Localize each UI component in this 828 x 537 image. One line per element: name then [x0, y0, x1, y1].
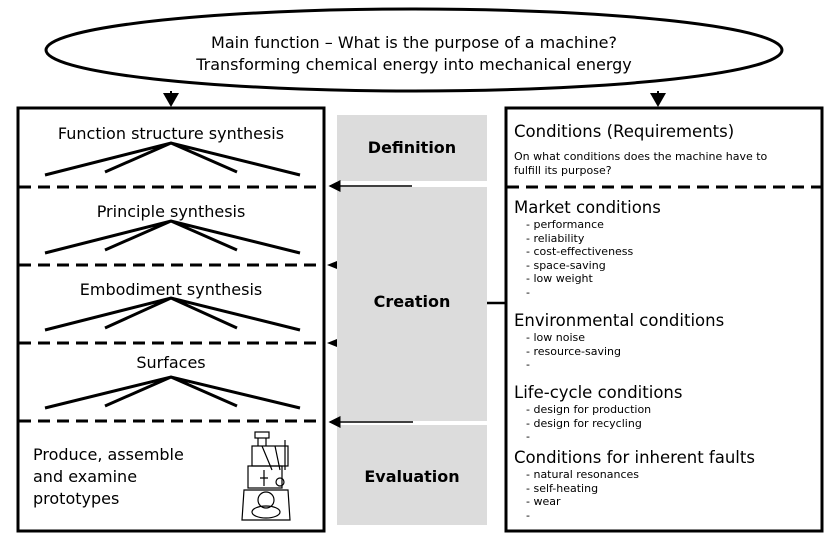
conditions-title: Conditions (Requirements) — [514, 122, 735, 141]
main-function-question: Main function – What is the purpose of a… — [211, 33, 617, 52]
group-environmental-items: - low noise - resource-saving - — [526, 331, 621, 372]
group-market-items: - performance - reliability - cost-effec… — [526, 218, 633, 300]
conditions-question: On what conditions does the machine have… — [514, 150, 767, 178]
list-item: - reliability — [526, 231, 585, 245]
creation-phase-bg — [337, 187, 487, 421]
synthesis-box — [16, 106, 326, 533]
list-item: - — [526, 430, 530, 444]
prototype-text: Produce, assemble and examine prototypes — [33, 444, 184, 510]
list-item: - space-saving — [526, 258, 606, 272]
phase-creation: Creation — [373, 292, 451, 311]
level-function-structure: Function structure synthesis — [57, 124, 285, 143]
group-faults-items: - natural resonances - self-heating - we… — [526, 468, 639, 522]
list-item: - — [526, 285, 530, 299]
question-line: On what conditions does the machine have… — [514, 150, 768, 163]
list-item: - wear — [526, 495, 561, 509]
group-lifecycle-title: Life-cycle conditions — [514, 383, 683, 402]
list-item: - natural resonances — [526, 468, 640, 481]
list-item: - low noise — [526, 331, 586, 344]
list-item: - resource-saving — [526, 344, 622, 358]
list-item: - cost-effectiveness — [526, 245, 634, 259]
group-market-title: Market conditions — [514, 198, 661, 217]
group-faults-title: Conditions for inherent faults — [514, 448, 755, 467]
phase-evaluation: Evaluation — [364, 467, 460, 486]
prototype-line: Produce, assemble — [33, 445, 184, 464]
feedback-arrows — [327, 180, 413, 428]
down-arrows — [163, 91, 666, 107]
tree-branches — [44, 141, 301, 410]
definition-phase-bg — [337, 115, 487, 181]
list-item: - self-heating — [526, 481, 599, 495]
level-dividers — [19, 185, 323, 423]
group-lifecycle-items: - design for production - design for rec… — [526, 403, 651, 444]
list-item: - design for recycling — [526, 416, 642, 430]
prototype-line: and examine — [33, 467, 138, 486]
level-embodiment: Embodiment synthesis — [79, 280, 263, 299]
question-line: fulfill its purpose? — [514, 164, 612, 177]
evaluation-phase-bg — [337, 425, 487, 525]
phase-definition: Definition — [367, 138, 457, 157]
main-function-answer: Transforming chemical energy into mechan… — [196, 55, 632, 74]
list-item: - low weight — [526, 272, 593, 286]
list-item: - — [526, 508, 530, 522]
prototype-line: prototypes — [33, 489, 120, 508]
list-item: - — [526, 358, 530, 372]
list-item: - performance — [526, 218, 604, 231]
group-environmental-title: Environmental conditions — [514, 311, 725, 330]
engine-icon — [241, 431, 291, 521]
conditions-box — [504, 106, 824, 533]
list-item: - design for production — [526, 403, 652, 416]
level-principle: Principle synthesis — [96, 202, 246, 221]
main-function-ellipse — [44, 7, 784, 93]
level-surfaces: Surfaces — [136, 353, 206, 372]
